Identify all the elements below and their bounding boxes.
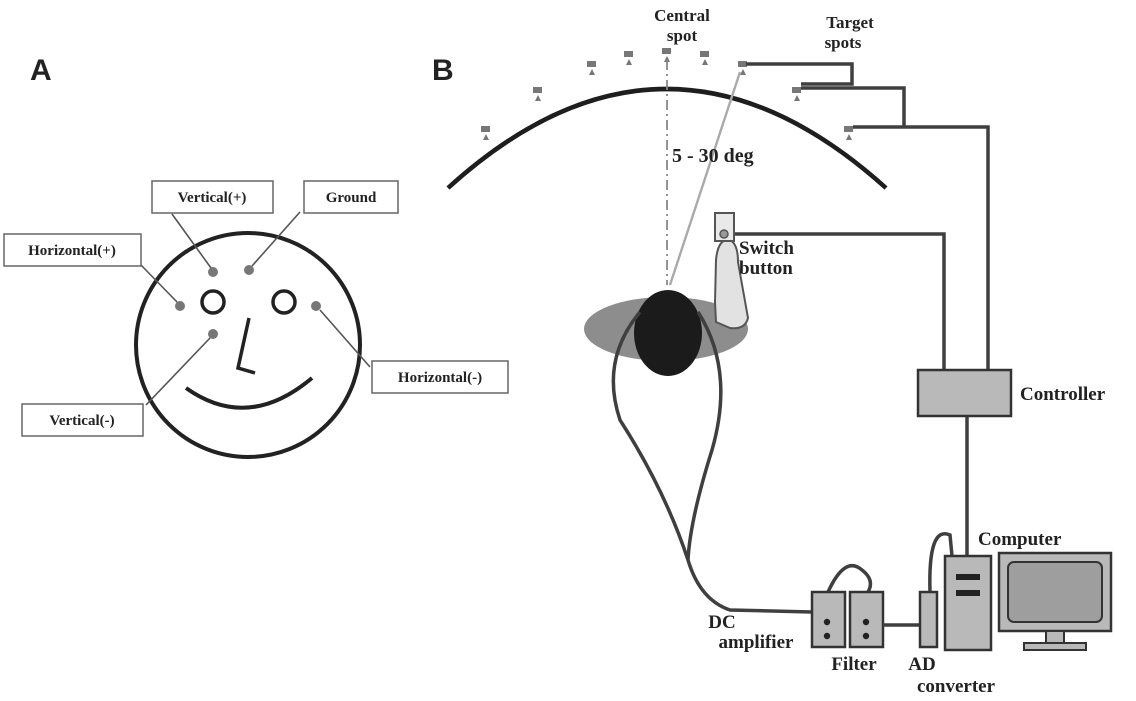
label-dc-line2: amplifier (719, 632, 794, 653)
label-target-spots-line2: spots (825, 33, 862, 52)
switch-button-knob (719, 229, 729, 239)
cable-electrodes-1 (611, 310, 813, 614)
leader-ground (251, 211, 301, 267)
led-spot-target (792, 87, 801, 101)
led-spot (481, 126, 490, 140)
target-gaze-line (668, 71, 742, 286)
drive-slot-1 (956, 574, 980, 580)
monitor-base (1023, 642, 1087, 651)
label-switch-line1: Switch (739, 238, 794, 259)
led-spot-target (844, 126, 853, 140)
monitor-screen (1007, 561, 1103, 623)
svg-text:Vertical(-): Vertical(-) (49, 413, 114, 429)
amp-knob-1 (823, 618, 831, 626)
face-schematic (134, 211, 371, 459)
cable-amp-filter (826, 564, 873, 593)
face-outline (134, 231, 362, 459)
label-ground: Ground (303, 180, 399, 214)
label-ad-line2: converter (917, 676, 996, 697)
leader-vertical-minus (145, 337, 211, 406)
panel-b-letter: B (432, 54, 454, 87)
cable-ad-computer (928, 531, 954, 593)
label-horizontal-plus: Horizontal(+) (3, 233, 142, 267)
svg-text:Horizontal(+): Horizontal(+) (28, 243, 116, 259)
leader-horizontal-plus (139, 263, 178, 303)
subject-top-view (584, 212, 750, 376)
electrode-ground (244, 265, 254, 275)
led-spot (533, 87, 542, 101)
wire-switch (733, 232, 946, 370)
label-switch-line2: button (739, 258, 793, 279)
label-filter: Filter (831, 654, 877, 675)
drive-slot-2 (956, 590, 980, 596)
filter-knob-2 (862, 632, 870, 640)
wire-target-3 (853, 125, 990, 370)
wire-target-2 (801, 86, 906, 127)
led-spot-target (738, 61, 747, 75)
led-spot (700, 51, 709, 65)
label-controller: Controller (1020, 384, 1106, 405)
svg-text:Horizontal(-): Horizontal(-) (398, 370, 482, 386)
label-ad-line1: AD (908, 654, 935, 675)
label-dc-line1: DC (708, 612, 735, 633)
head (634, 290, 702, 376)
amp-knob-2 (823, 632, 831, 640)
arm (713, 238, 750, 330)
computer-tower (943, 554, 993, 652)
led-spot-central (662, 48, 671, 62)
label-central-spot-line2: spot (667, 26, 698, 45)
leader-horizontal-minus (319, 309, 371, 368)
label-vertical-minus: Vertical(-) (21, 403, 144, 437)
wire-target-1 (746, 62, 854, 86)
electrode-horizontal-plus (175, 301, 185, 311)
mouth (184, 376, 314, 410)
label-target-spots-line1: Target (826, 13, 874, 32)
led-spot (624, 51, 633, 65)
svg-text:Ground: Ground (326, 190, 377, 206)
left-eye (200, 289, 226, 315)
monitor-neck (1045, 630, 1065, 644)
led-spot (587, 61, 596, 75)
label-horizontal-minus: Horizontal(-) (371, 360, 509, 394)
svg-text:Vertical(+): Vertical(+) (178, 190, 247, 206)
panel-a-letter: A (30, 54, 52, 87)
electrode-vertical-minus (208, 329, 218, 339)
label-angle: 5 - 30 deg (672, 145, 754, 167)
led-spots (481, 48, 853, 140)
leader-vertical-plus (171, 213, 212, 269)
electrode-horizontal-minus (311, 301, 321, 311)
electrode-vertical-plus (208, 267, 218, 277)
ad-converter-device (918, 590, 939, 649)
label-vertical-plus: Vertical(+) (151, 180, 274, 214)
nose (235, 317, 256, 375)
label-computer: Computer (978, 529, 1062, 550)
right-eye (271, 289, 297, 315)
cable-electrodes-2 (686, 311, 723, 561)
label-central-spot-line1: Central (654, 6, 710, 25)
filter-knob-1 (862, 618, 870, 626)
controller-device (916, 368, 1013, 418)
